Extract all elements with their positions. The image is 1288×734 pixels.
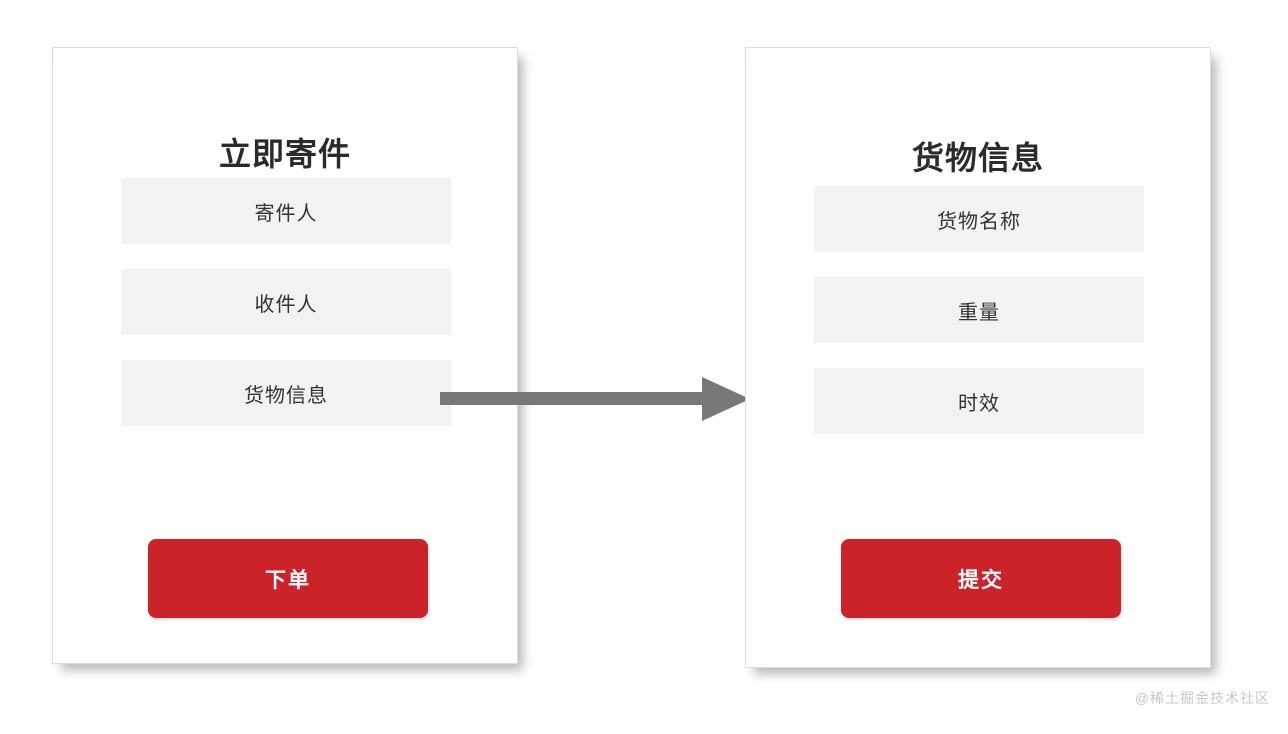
card-send-package: 立即寄件 寄件人 收件人 货物信息 下单: [52, 47, 518, 664]
field-row-sender[interactable]: 寄件人: [121, 178, 451, 244]
submit-button[interactable]: 提交: [841, 539, 1121, 618]
arrow-right-icon: [440, 377, 750, 421]
field-row-recipient[interactable]: 收件人: [121, 269, 451, 335]
field-list-goods-info: 货物名称 重量 时效: [814, 186, 1144, 459]
field-label-recipient: 收件人: [254, 293, 318, 316]
field-label-goods-info: 货物信息: [244, 384, 328, 407]
field-label-sender: 寄件人: [254, 202, 318, 225]
field-label-goods-name: 货物名称: [937, 210, 1021, 233]
card-goods-info: 货物信息 货物名称 重量 时效 提交: [745, 47, 1211, 668]
field-row-weight[interactable]: 重量: [814, 277, 1144, 343]
card-title-send-package: 立即寄件: [218, 136, 351, 172]
place-order-button[interactable]: 下单: [148, 539, 428, 618]
field-list-send-package: 寄件人 收件人 货物信息: [121, 178, 451, 451]
watermark: @稀土掘金技术社区: [1134, 690, 1270, 706]
field-label-weight: 重量: [958, 301, 1000, 324]
card-title-goods-info: 货物信息: [911, 140, 1044, 176]
field-row-goods-name[interactable]: 货物名称: [814, 186, 1144, 252]
field-label-delivery-time: 时效: [958, 392, 1000, 415]
field-row-delivery-time[interactable]: 时效: [814, 368, 1144, 434]
field-row-goods-info[interactable]: 货物信息: [121, 360, 451, 426]
